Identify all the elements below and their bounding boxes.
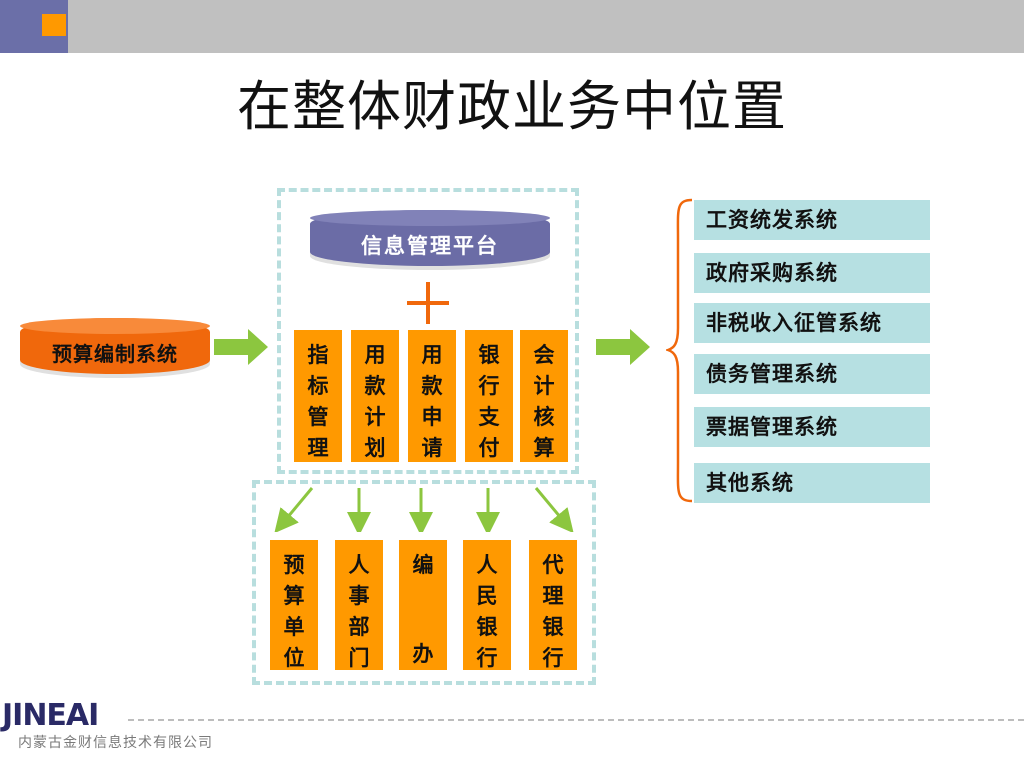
system-salary-payment: 工资统发系统 <box>694 200 930 240</box>
participant-peoples-bank: 人 民 银 行 <box>463 540 511 670</box>
footer-divider <box>128 719 1024 721</box>
info-platform-cylinder: 信息管理平台 <box>310 210 550 266</box>
participant-char: 行 <box>476 646 498 670</box>
top-bar <box>0 0 1024 53</box>
module-char: 计 <box>533 374 555 398</box>
connector-arrows <box>274 487 574 532</box>
slide-title: 在整体财政业务中位置 <box>237 75 787 138</box>
participant-char: 部 <box>348 615 370 639</box>
system-non-tax-revenue: 非税收入征管系统 <box>694 303 930 343</box>
participant-char: 算 <box>283 584 305 608</box>
module-char: 用 <box>421 343 443 367</box>
participant-char: 银 <box>476 615 498 639</box>
module-char: 银 <box>478 343 500 367</box>
module-char: 申 <box>421 405 443 429</box>
right-arrow-icon <box>596 329 650 365</box>
top-bar-square-icon <box>42 14 66 36</box>
participants-frame <box>252 480 596 685</box>
participant-char: 理 <box>542 584 564 608</box>
module-char: 算 <box>533 436 555 460</box>
module-char: 付 <box>478 436 500 460</box>
module-char: 标 <box>307 374 329 398</box>
module-char: 用 <box>364 343 386 367</box>
curly-brace-icon <box>666 198 693 503</box>
module-char: 划 <box>364 436 386 460</box>
module-char: 核 <box>533 405 555 429</box>
module-char: 款 <box>421 374 443 398</box>
module-char: 指 <box>307 343 329 367</box>
module-char: 会 <box>533 343 555 367</box>
module-payment-application: 用 款 申 请 <box>408 330 456 462</box>
participant-char: 预 <box>283 553 305 577</box>
system-other: 其他系统 <box>694 463 930 503</box>
company-name: 内蒙古金财信息技术有限公司 <box>18 735 213 751</box>
participant-char: 民 <box>476 584 498 608</box>
company-logo: JINEAI <box>2 698 99 733</box>
cylinder-top <box>310 210 550 226</box>
right-arrow-icon <box>214 329 268 365</box>
system-debt-management: 债务管理系统 <box>694 354 930 394</box>
module-char: 理 <box>307 436 329 460</box>
participant-agent-bank: 代 理 银 行 <box>529 540 577 670</box>
participant-char: 门 <box>348 646 370 670</box>
participant-hr-department: 人 事 部 门 <box>335 540 383 670</box>
participant-char: 位 <box>283 646 305 670</box>
participant-char: 事 <box>348 584 370 608</box>
module-char: 管 <box>307 405 329 429</box>
module-bank-payment: 银 行 支 付 <box>465 330 513 462</box>
cylinder-top <box>20 318 210 334</box>
plus-icon <box>407 282 449 324</box>
module-payment-plan: 用 款 计 划 <box>351 330 399 462</box>
platform-frame <box>277 188 579 474</box>
module-char: 款 <box>364 374 386 398</box>
participant-char: 行 <box>542 646 564 670</box>
participant-char: 代 <box>542 553 564 577</box>
participant-char: 办 <box>412 642 434 666</box>
participant-char: 编 <box>412 553 434 577</box>
budget-label: 预算编制系统 <box>52 342 178 366</box>
participant-staffing-office: 编 办 <box>399 540 447 670</box>
system-bill-management: 票据管理系统 <box>694 407 930 447</box>
budget-system-cylinder: 预算编制系统 <box>20 318 210 374</box>
participant-char: 银 <box>542 615 564 639</box>
module-char: 支 <box>478 405 500 429</box>
module-char: 计 <box>364 405 386 429</box>
system-government-procurement: 政府采购系统 <box>694 253 930 293</box>
participant-char: 人 <box>476 553 498 577</box>
module-accounting: 会 计 核 算 <box>520 330 568 462</box>
module-quota-management: 指 标 管 理 <box>294 330 342 462</box>
platform-label: 信息管理平台 <box>361 234 499 258</box>
module-char: 请 <box>421 436 443 460</box>
participant-budget-unit: 预 算 单 位 <box>270 540 318 670</box>
participant-char: 单 <box>283 615 305 639</box>
participant-char: 人 <box>348 553 370 577</box>
module-char: 行 <box>478 374 500 398</box>
